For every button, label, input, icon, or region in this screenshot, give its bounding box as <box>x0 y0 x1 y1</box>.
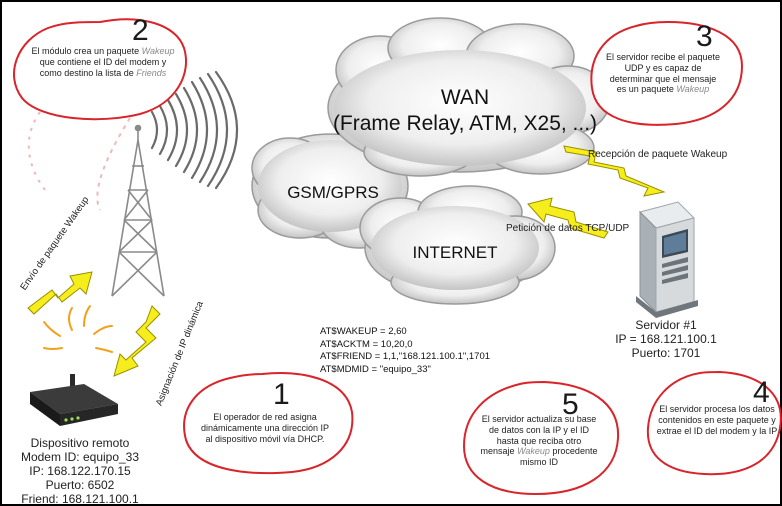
gsm-label: GSM/GPRS <box>287 183 379 202</box>
wan-label-line1: WAN <box>440 86 490 109</box>
device-title: Dispositivo remoto <box>30 436 130 450</box>
wan-label: WAN (Frame Relay, ATM, X25, ...) <box>320 86 610 136</box>
device-modem-id: Modem ID: equipo_33 <box>20 450 140 464</box>
antenna-stub <box>70 374 75 396</box>
callout-1-text: El operador de red asigna dinámicamente … <box>200 412 330 444</box>
callout-3-text-em: Wakeup <box>676 84 710 95</box>
callout-2-number: 2 <box>132 14 149 47</box>
callout-4-text: El servidor procesa los datos contenidos… <box>656 404 778 436</box>
arrow-label-peticion: Petición de datos TCP/UDP <box>506 223 630 234</box>
callout-5-text: El servidor actualiza su base de datos c… <box>480 414 598 468</box>
bolt-recepcion <box>563 145 666 197</box>
callout-1-number: 1 <box>273 378 290 411</box>
callout-5-number: 5 <box>562 388 579 421</box>
arrow-label-recepcion: Recepción de paquete Wakeup <box>588 149 728 160</box>
at-command: AT$WAKEUP = 2,60 <box>320 326 407 337</box>
server-ip: IP = 168.121.100.1 <box>615 332 717 346</box>
wan-cloud <box>327 17 611 177</box>
radio-waves <box>150 70 239 190</box>
callout-2-text-pre: El módulo crea un paquete <box>31 46 142 56</box>
device-friend: Friend: 168.121.100.1 <box>21 492 139 506</box>
callout-5-text-em: Wakeup <box>517 446 550 457</box>
server-machine <box>636 201 698 318</box>
callout-3-outline <box>590 20 744 126</box>
callout-5-outline <box>462 380 620 496</box>
callout-2-outline <box>13 18 187 121</box>
at-commands: AT$WAKEUP = 2,60 AT$ACKTM = 10,20,0 AT$F… <box>320 326 490 376</box>
server-port: Puerto: 1701 <box>631 346 701 360</box>
server-info: Servidor #1 IP = 168.121.100.1 Puerto: 1… <box>596 318 736 360</box>
device-ip: IP: 168.122.170.15 <box>29 464 131 478</box>
callout-2-text-em2: Friends <box>136 67 167 78</box>
callout-3-number: 3 <box>696 20 713 53</box>
callout-1-outline <box>183 372 354 475</box>
callout-2-tail <box>96 117 131 211</box>
at-command: AT$FRIEND = 1,1,"168.121.100.1",1701 <box>320 351 491 362</box>
callout-4-number: 4 <box>753 376 770 409</box>
callout-3-text: El servidor recibe el paquete UDP y es c… <box>604 52 722 95</box>
remote-device <box>30 384 118 426</box>
device-signal-burst <box>43 305 113 353</box>
callout-2-tail-b <box>27 111 46 191</box>
bolt-peticion <box>527 197 609 239</box>
callout-5-text-post: procedente mismo ID <box>520 446 598 468</box>
callout-2-text-em1: Wakeup <box>141 46 175 56</box>
device-info: Dispositivo remoto Modem ID: equipo_33 I… <box>0 436 160 506</box>
callout-3-text-pre: El servidor recibe el paquete UDP y es c… <box>605 52 721 95</box>
wan-label-line2: (Frame Relay, ATM, X25, ...) <box>332 112 598 135</box>
callout-2-text: El módulo crea un paquete Wakeup que con… <box>30 46 176 78</box>
at-command: AT$ACKTM = 10,20,0 <box>320 338 413 350</box>
callout-2-text-mid: que contiene el ID del modem y como dest… <box>39 56 167 78</box>
device-port: Puerto: 6502 <box>45 478 115 492</box>
server-title: Servidor #1 <box>635 318 697 332</box>
internet-label: INTERNET <box>412 243 498 262</box>
antenna-tower <box>111 124 165 297</box>
bolt-asignacion <box>113 305 161 377</box>
at-command: AT$MDMID = "equipo_33" <box>320 363 431 375</box>
bolt-envio <box>27 271 93 315</box>
callout-5-text-pre: El servidor actualiza su base de datos c… <box>480 414 597 457</box>
callout-4-outline <box>646 370 782 476</box>
internet-cloud <box>359 185 556 305</box>
